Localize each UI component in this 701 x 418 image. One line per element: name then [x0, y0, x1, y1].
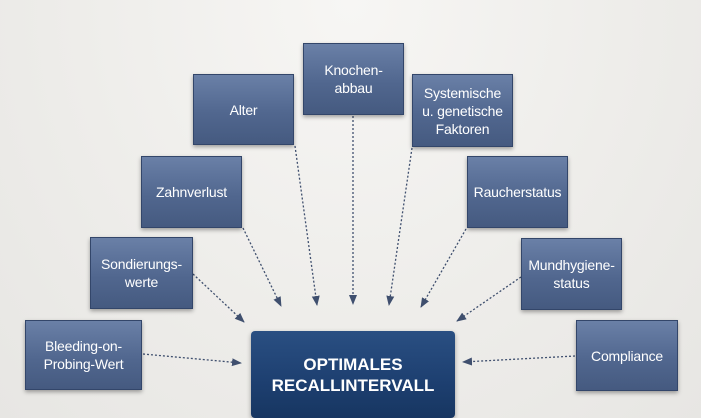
factor-bleeding-on-probing: Bleeding-on- Probing-Wert — [25, 320, 142, 390]
factor-raucherstatus: Raucherstatus — [467, 156, 568, 228]
center-optimales-recallintervall: OPTIMALES RECALLINTERVALL — [251, 331, 455, 418]
factor-zahnverlust: Zahnverlust — [141, 156, 242, 228]
factor-knochenabbau: Knochen- abbau — [303, 43, 404, 115]
factor-alter: Alter — [193, 74, 294, 145]
arrow-systemisch — [386, 147, 413, 306]
factor-sondierungswerte: Sondierungs- werte — [90, 237, 193, 309]
factor-systemische-genetische-faktoren: Systemische u. genetische Faktoren — [412, 74, 513, 147]
arrow-sondierung — [192, 273, 245, 323]
arrow-mundhygiene — [456, 276, 522, 322]
arrow-alter — [294, 145, 320, 306]
factor-mundhygienestatus: Mundhygiene- status — [521, 238, 622, 310]
arrow-bleeding — [142, 353, 242, 367]
factor-compliance: Compliance — [576, 320, 678, 391]
arrow-zahnverlust — [242, 227, 282, 307]
arrow-compliance — [462, 355, 576, 366]
arrow-raucher — [420, 228, 467, 308]
